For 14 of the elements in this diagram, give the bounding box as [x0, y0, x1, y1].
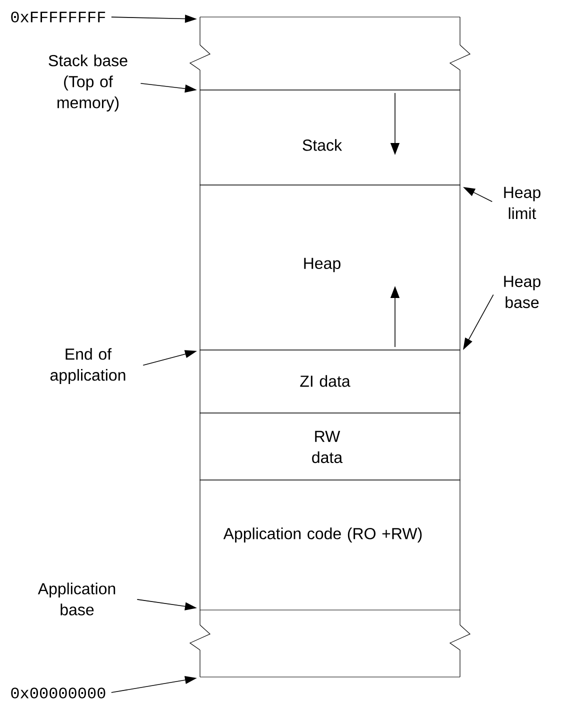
- address-label: Heap base: [504, 276, 540, 308]
- memory-region: [189, 610, 471, 678]
- address-label: End of application: [50, 348, 126, 384]
- address-label: Heap limit: [504, 186, 540, 220]
- address-label: Application base: [38, 582, 116, 616]
- address-label: 0xFFFFFFFF: [11, 12, 106, 22]
- memory-region: Application code (RO +RW): [200, 480, 460, 610]
- memory-region: RW data: [200, 412, 460, 480]
- memory-region: [189, 16, 471, 90]
- memory-region: Stack: [200, 90, 460, 186]
- memory-region: ZI data: [200, 350, 460, 414]
- memory-region: Heap: [200, 184, 460, 350]
- address-label: Stack base (Top of memory): [48, 54, 128, 112]
- address-label: 0x00000000: [11, 688, 106, 698]
